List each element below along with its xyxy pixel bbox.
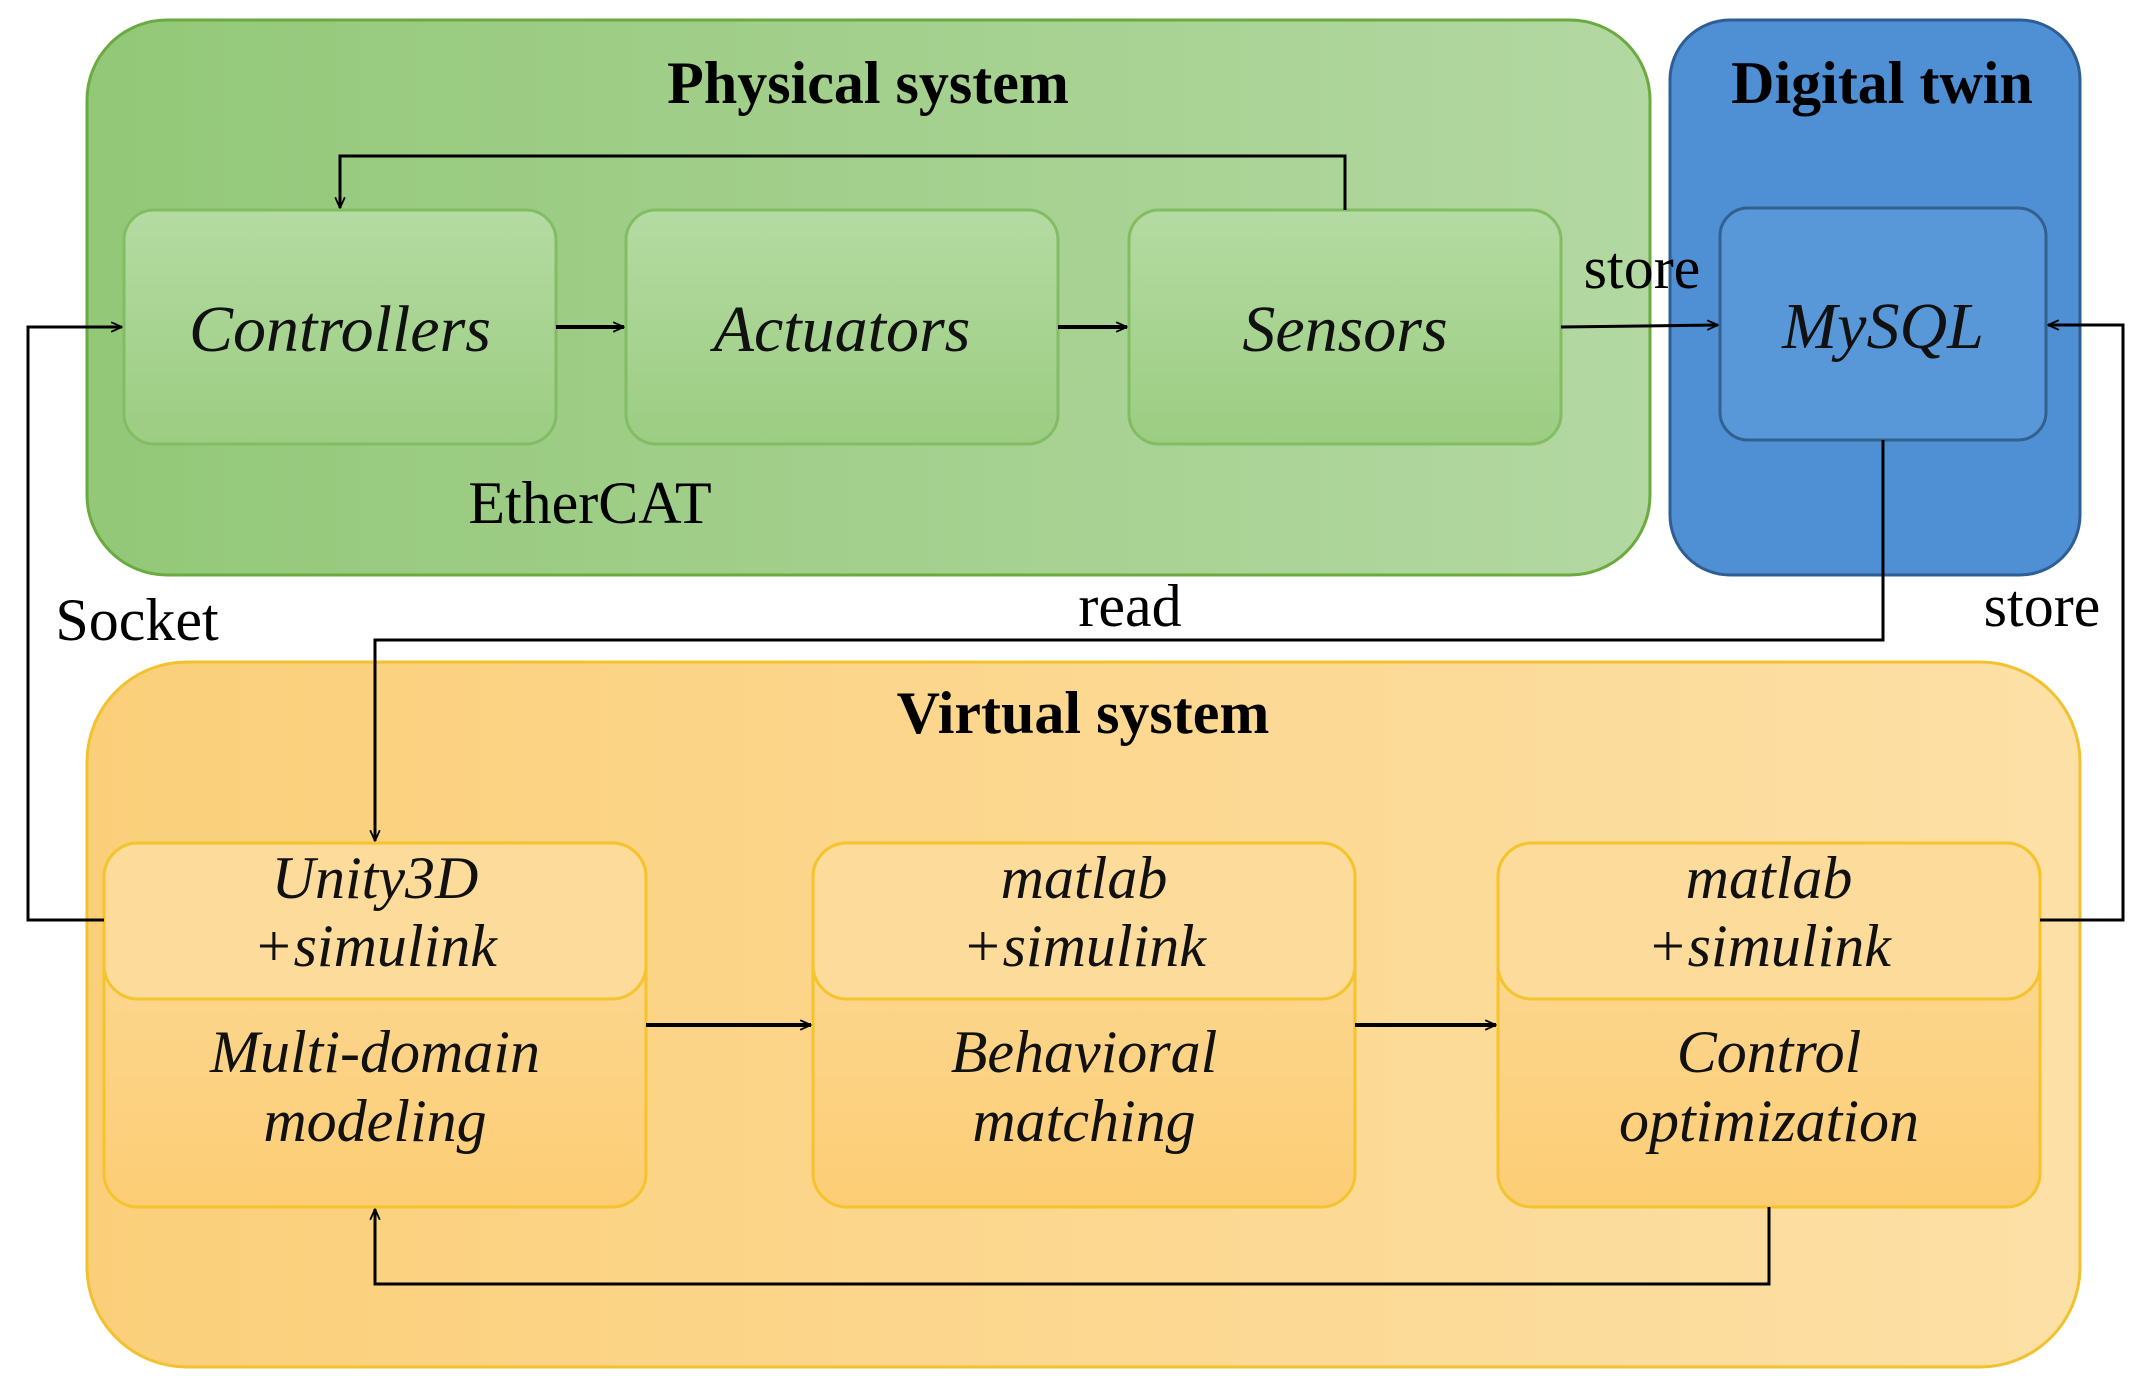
modeling-task-line2: modeling	[263, 1088, 486, 1154]
sensors-label: Sensors	[1242, 293, 1447, 366]
optimization-tool-line2: +simulink	[1647, 913, 1892, 979]
optimization-tool-line1: matlab	[1686, 845, 1853, 911]
optimization-block: matlab +simulink Control optimization	[1496, 841, 2042, 1209]
physical-system-group: Physical system Controllers Actuators Se…	[85, 18, 1652, 577]
mysql-label: MySQL	[1781, 290, 1984, 363]
sensors-node: Sensors	[1127, 208, 1563, 446]
matching-tool-line2: +simulink	[962, 913, 1207, 979]
modeling-tool-line1: Unity3D	[272, 845, 479, 911]
connectors	[26, 154, 2125, 1286]
mysql-node: MySQL	[1718, 206, 2048, 442]
virtual-system-title: Virtual system	[897, 680, 1270, 746]
optimization-task-line2: optimization	[1619, 1088, 1919, 1154]
modeling-block: Unity3D +simulink Multi-domain modeling	[102, 841, 648, 1209]
matching-task-line1: Behavioral	[951, 1019, 1218, 1085]
arrow-sensors-to-mysql	[1560, 325, 1718, 327]
modeling-tool-line2: +simulink	[253, 913, 498, 979]
matching-block: matlab +simulink Behavioral matching	[811, 841, 1357, 1209]
matching-task-line2: matching	[972, 1088, 1195, 1154]
arrow-optimization-to-mysql	[2040, 325, 2125, 922]
feedback-arrow-sensors-to-controllers	[340, 154, 1347, 210]
actuators-label: Actuators	[710, 293, 971, 366]
digital-twin-title: Digital twin	[1731, 50, 2033, 116]
optimization-task-line1: Control	[1677, 1019, 1861, 1085]
arrow-modeling-to-controllers	[26, 327, 122, 922]
arrow-mysql-to-modeling	[375, 440, 1885, 841]
store-label-right: store	[1984, 573, 2101, 639]
virtual-system-group: Virtual system Unity3D +simulink Multi-d…	[85, 660, 2082, 1369]
controllers-label: Controllers	[189, 293, 491, 366]
store-label-top: store	[1584, 235, 1701, 301]
socket-label: Socket	[55, 587, 219, 653]
ethercat-label: EtherCAT	[468, 470, 711, 536]
feedback-arrow-optimization-to-modeling	[375, 1207, 1771, 1286]
matching-tool-line1: matlab	[1001, 845, 1168, 911]
modeling-task-line1: Multi-domain	[209, 1019, 540, 1085]
actuators-node: Actuators	[624, 208, 1060, 446]
controllers-node: Controllers	[122, 208, 558, 446]
read-label: read	[1078, 573, 1181, 639]
digital-twin-group: Digital twin MySQL	[1668, 18, 2082, 577]
physical-system-title: Physical system	[667, 50, 1069, 116]
